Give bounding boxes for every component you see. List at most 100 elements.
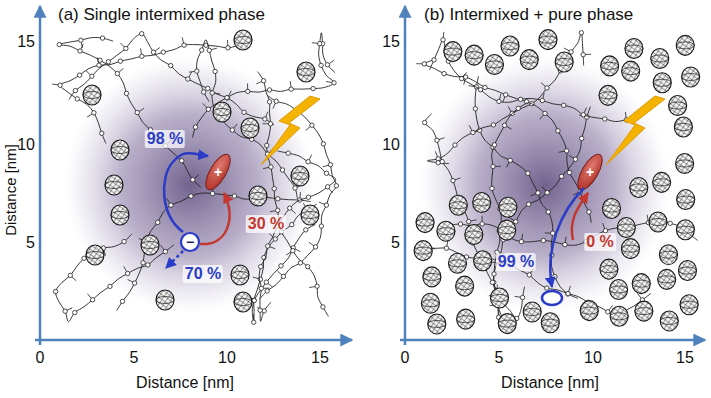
polymer-chain	[53, 234, 174, 322]
chain-backbone	[192, 33, 335, 138]
polymer-chain	[117, 186, 311, 311]
thiophene-ring	[169, 203, 173, 207]
fullerene-cage	[674, 117, 692, 137]
thiophene-ring	[545, 190, 549, 194]
fullerene-band	[523, 308, 541, 315]
fullerene-cage	[105, 175, 123, 195]
thiophene-ring	[161, 50, 165, 54]
thiophene-ring	[480, 222, 484, 226]
tick-label: 10	[382, 137, 400, 153]
thiophene-ring	[268, 122, 272, 126]
thiophene-ring	[458, 222, 462, 226]
thiophene-ring	[306, 195, 310, 199]
fullerene-cage	[249, 186, 267, 206]
fullerene-cage	[437, 221, 455, 241]
fullerene-band	[456, 283, 474, 290]
fullerene-cage	[498, 314, 516, 334]
axis-title: Distance [nm]	[501, 375, 599, 391]
thiophene-ring	[473, 107, 477, 111]
fullerene-band	[539, 36, 557, 43]
fullerene-band	[682, 73, 700, 80]
thiophene-ring	[553, 274, 557, 278]
fullerene-band	[490, 294, 508, 301]
fullerene-band	[610, 313, 628, 320]
fullerene-cage	[610, 306, 628, 326]
probability-label: 99 %	[496, 253, 536, 271]
thiophene-ring	[459, 76, 463, 80]
fullerene	[213, 102, 231, 122]
thiophene-ring	[100, 36, 104, 40]
thiophene-ring	[252, 298, 256, 302]
fullerene	[632, 274, 650, 294]
tick-label: 15	[382, 34, 400, 50]
fullerene	[649, 212, 667, 232]
tick-label: 5	[495, 350, 504, 366]
fullerene	[449, 195, 467, 215]
thiophene-ring	[169, 63, 173, 67]
fullerene-band	[621, 245, 639, 252]
thiophene-ring	[492, 143, 496, 147]
fullerene-band	[83, 92, 101, 99]
fullerene-cage	[86, 245, 104, 265]
fullerene-cage	[680, 295, 698, 315]
chain-backbone	[59, 37, 201, 187]
thiophene-ring	[451, 178, 455, 182]
thiophene-ring	[562, 103, 566, 107]
axis-title: Distance [nm]	[3, 144, 18, 236]
thiophene-ring	[546, 210, 550, 214]
fullerene	[485, 54, 503, 74]
thiophene-ring	[540, 98, 544, 102]
thiophene-ring	[325, 185, 329, 189]
polymer-chain	[257, 151, 336, 321]
fullerene	[603, 199, 621, 219]
fullerene-band	[231, 272, 249, 279]
fullerene	[421, 293, 439, 313]
fullerene	[156, 290, 174, 310]
thiophene-ring	[206, 107, 210, 111]
fullerene-cage	[659, 245, 677, 265]
thiophene-ring	[266, 244, 270, 248]
fullerene-band	[653, 79, 671, 86]
tick-label: 0	[401, 350, 410, 366]
fullerene-band	[498, 227, 516, 234]
thiophene-ring	[242, 110, 246, 114]
exciton	[201, 151, 235, 194]
thiophene-ring	[668, 221, 672, 225]
thiophene-ring	[603, 117, 607, 121]
fullerene-band	[600, 266, 618, 273]
fullerene-band	[501, 43, 519, 50]
fullerene-cage	[444, 42, 462, 62]
thiophene-ring	[319, 63, 323, 67]
thiophene-ring	[483, 85, 487, 89]
tick-label: 5	[130, 350, 139, 366]
recombination-arrow	[164, 153, 208, 232]
fullerene-band	[437, 228, 455, 235]
thiophene-ring	[551, 231, 555, 235]
exciton-region	[65, 57, 315, 313]
fullerene	[501, 36, 519, 56]
electron	[542, 291, 562, 305]
fullerene-band	[632, 280, 650, 287]
fullerene-cage	[658, 269, 676, 289]
fullerene-cage	[635, 301, 653, 321]
thiophene-ring	[288, 206, 292, 210]
tick-label: 15	[17, 34, 35, 50]
fullerene	[659, 245, 677, 265]
fullerene-cage	[485, 54, 503, 74]
thiophene-ring	[140, 54, 144, 58]
thiophene-ring	[491, 164, 495, 168]
thiophene-ring	[272, 187, 276, 191]
fullerene	[249, 186, 267, 206]
fullerene	[580, 301, 598, 321]
thiophene-ring	[318, 41, 322, 45]
fullerene-band	[234, 37, 252, 44]
thiophene-ring	[466, 219, 470, 223]
fullerene-band	[520, 56, 538, 63]
fullerene-cage	[416, 213, 434, 233]
fullerene	[653, 73, 671, 93]
fullerene-cage	[678, 261, 696, 281]
thiophene-ring	[321, 142, 325, 146]
fullerene-cage	[600, 259, 618, 279]
fullerene	[682, 67, 700, 87]
